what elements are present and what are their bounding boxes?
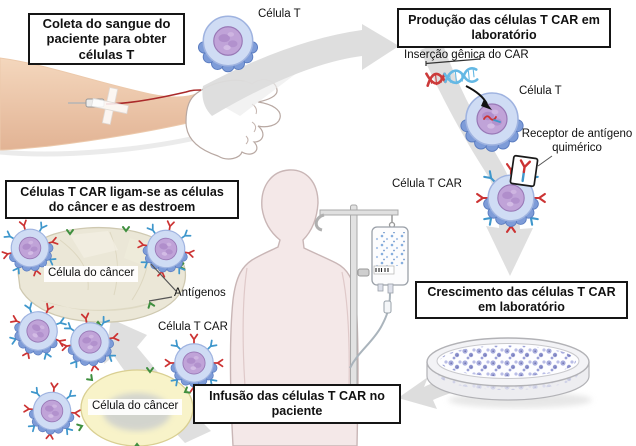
label-cancer-cell-bottom: Célula do câncer [88,399,183,415]
step-box-collect: Coleta do sangue do paciente para obter … [28,13,185,65]
step-box-grow: Crescimento das células T CAR em laborat… [415,281,628,319]
label-antigens: Antígenos [174,287,226,299]
label-car-t-cell-right: Célula T CAR [392,178,462,190]
label-t-cell-top: Célula T [258,8,301,20]
iv-catheter [68,87,129,125]
label-cancer-cell-top: Célula do câncer [44,266,139,282]
step-box-infuse: Infusão das células T CAR no paciente [193,384,401,424]
step-box-produce: Produção das células T CAR em laboratóri… [397,8,611,48]
petri-dish [426,337,592,408]
receptor-magnifier-box [509,154,553,188]
t-cell-top [197,15,259,73]
flow-arrow-collect-to-lab [202,24,399,116]
antigen-pointer-lines [148,263,177,302]
label-car-t-cell-left: Célula T CAR [158,321,228,333]
t-cell-lab [460,92,524,153]
blood-tube [105,89,202,105]
label-t-cell-lab: Célula T [519,85,562,97]
step-box-attack: Células T CAR ligam-se as células do cân… [5,180,239,219]
iv-bag [349,226,409,369]
car-gene-dna [425,55,492,110]
label-chimeric-antigen-receptor: Receptor de antígeno quimérico [521,128,633,154]
label-car-gene-insertion: Inserção gênica do CAR [404,49,529,61]
